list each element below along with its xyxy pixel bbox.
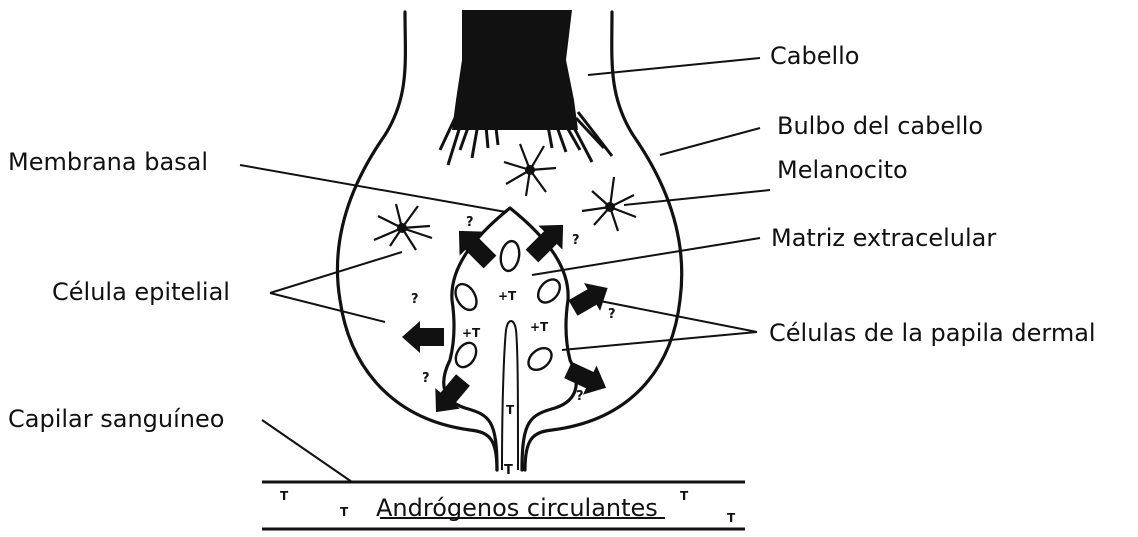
label-papila: Células de la papila dermal xyxy=(769,319,1096,347)
t-marker: T xyxy=(727,511,736,525)
label-capilar: Capilar sanguíneo xyxy=(8,405,224,433)
plus-t-marker: +T xyxy=(462,326,481,340)
capillary-loop xyxy=(502,321,518,470)
question-marker: ? xyxy=(466,215,474,230)
label-membrana-basal: Membrana basal xyxy=(8,148,208,176)
label-celula-epitelial: Célula epitelial xyxy=(52,278,230,306)
t-marker: T xyxy=(280,489,289,503)
label-cabello: Cabello xyxy=(770,42,859,70)
melanocyte-1 xyxy=(504,144,556,196)
t-marker: T xyxy=(504,463,513,478)
epithelial-cell xyxy=(374,204,432,250)
papilla-cells xyxy=(451,240,564,375)
question-marker: ? xyxy=(422,371,430,386)
t-marker: T xyxy=(680,489,689,503)
hair-shaft xyxy=(452,10,578,130)
t-marker: T xyxy=(506,403,515,417)
plus-t-marker: +T xyxy=(530,320,549,334)
question-marker: ? xyxy=(411,292,419,307)
label-bulbo: Bulbo del cabello xyxy=(777,112,983,140)
label-matriz: Matriz extracelular xyxy=(771,224,996,252)
t-marker: T xyxy=(340,505,349,519)
label-melanocito: Melanocito xyxy=(777,156,908,184)
label-androgenos: Andrógenos circulantes xyxy=(376,494,658,522)
question-marker: ? xyxy=(608,307,616,322)
plus-t-marker: +T xyxy=(498,289,517,303)
question-marker: ? xyxy=(576,389,584,404)
question-marker: ? xyxy=(572,233,580,248)
